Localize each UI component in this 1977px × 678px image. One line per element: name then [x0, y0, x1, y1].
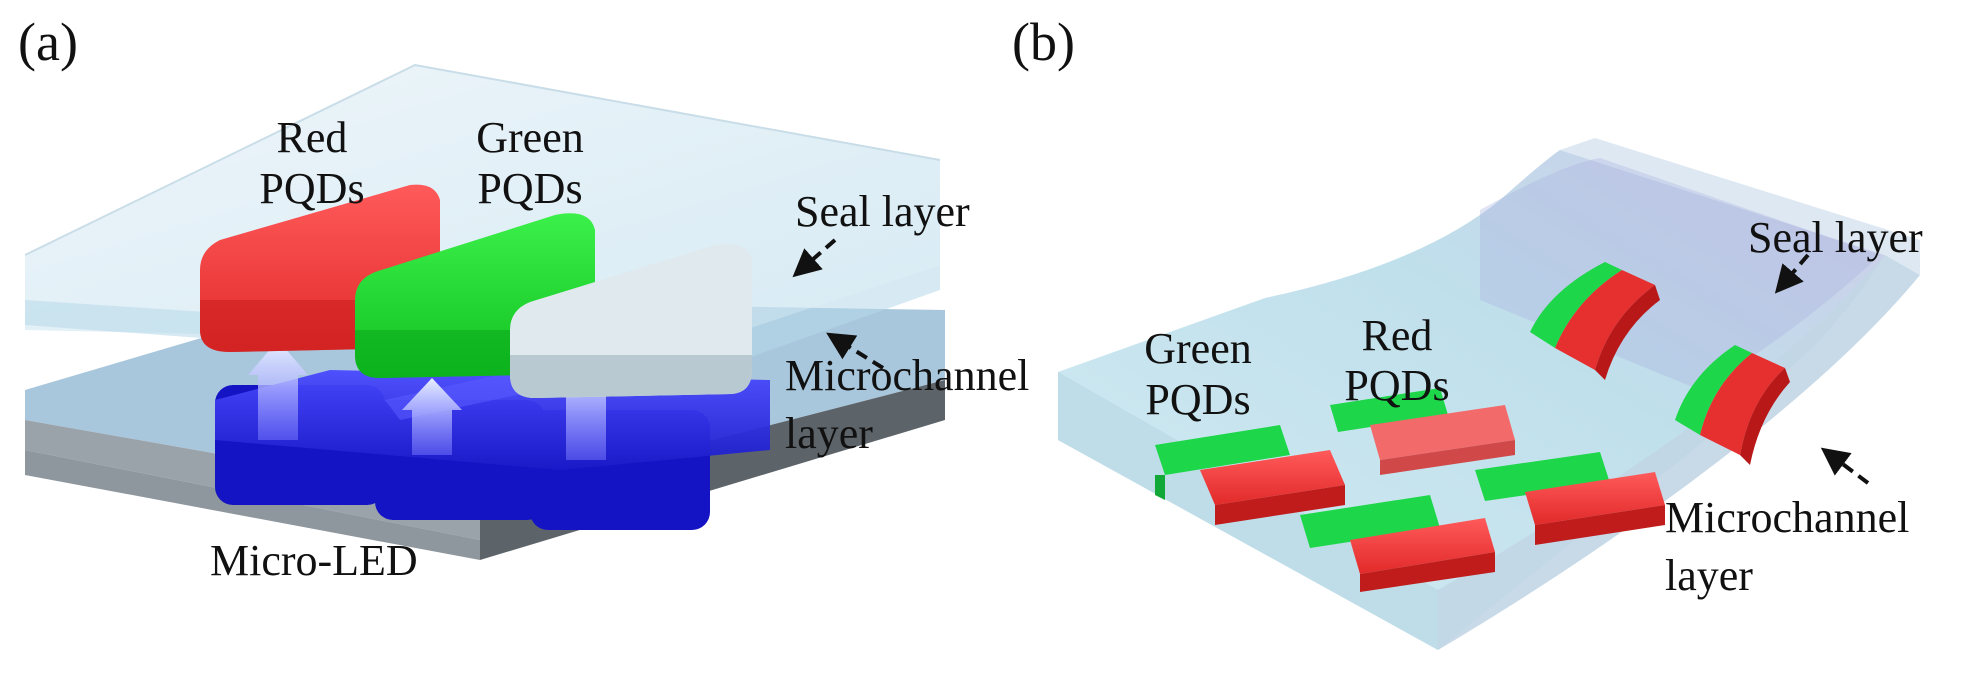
seal-layer-arrow: [792, 238, 837, 278]
red-pqds-label-b-line2: PQDs: [1344, 361, 1449, 410]
red-pqds-label-b-line1: Red: [1362, 311, 1433, 360]
microchannel-label-line2: layer: [785, 409, 873, 458]
green-pqds-label-line2: PQDs: [477, 164, 582, 213]
red-pqds-label-line1: Red: [277, 113, 348, 162]
light-arrow-1: [248, 340, 308, 440]
green-pqds-label-b-line1: Green: [1144, 324, 1252, 373]
microchannel-label-line1: Microchannel: [785, 351, 1029, 400]
light-arrow-2: [402, 378, 462, 455]
seal-layer-arrow-b: [1774, 253, 1810, 294]
pqd-pair-4: [1475, 452, 1665, 545]
pqd-pair-1: [1155, 425, 1345, 525]
pqd-pair-5: [1530, 262, 1660, 380]
microchannel-layer-arrow-b: [1820, 447, 1870, 485]
seal-layer-label-b: Seal layer: [1748, 213, 1923, 262]
pqd-pair-3: [1300, 495, 1495, 592]
panel-b-tag: (b): [1012, 12, 1075, 72]
microchannel-layer-arrow: [826, 332, 885, 370]
red-pqds-label-line2: PQDs: [259, 164, 364, 213]
microchannel-label-b-line2: layer: [1665, 551, 1753, 600]
green-pqds-label-b-line2: PQDs: [1145, 375, 1250, 424]
pqd-pair-6: [1675, 345, 1790, 465]
white-pqd-block: [510, 244, 752, 398]
micro-led-label: Micro-LED: [210, 536, 418, 585]
pqd-pair-2: [1330, 388, 1515, 475]
panel-a-tag: (a): [18, 12, 78, 72]
panel-b: (b) Green PQDs Red PQDs Seal layer Micro…: [1012, 12, 1923, 650]
seal-layer-label: Seal layer: [795, 187, 970, 236]
panel-a: (a) Red PQDs Green PQDs Seal layer Micro…: [18, 12, 1029, 585]
microchannel-label-b-line1: Microchannel: [1665, 493, 1909, 542]
green-pqds-label-line1: Green: [476, 113, 584, 162]
